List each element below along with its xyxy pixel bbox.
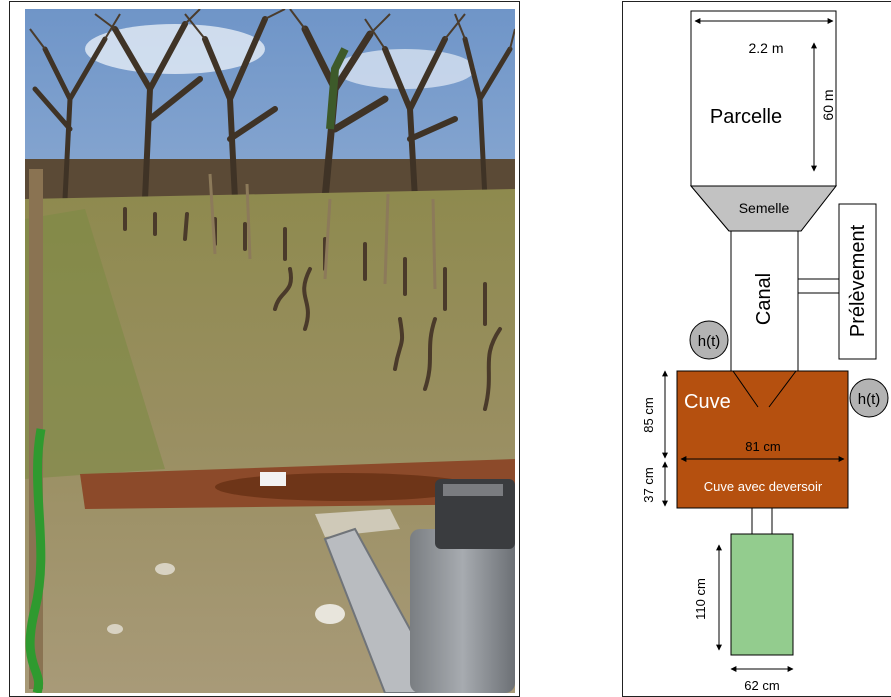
cuve-width-label: 81 cm — [745, 439, 780, 454]
container-width-label: 62 cm — [744, 678, 779, 693]
cuve-label: Cuve — [684, 391, 731, 413]
photo-frame — [9, 1, 520, 697]
water-level-label-cuve: h(t) — [858, 391, 881, 408]
prelevement-label: Prélèvement — [847, 224, 869, 337]
vineyard-photo — [25, 9, 515, 693]
length-dimension-label: 60 m — [820, 89, 836, 120]
canal-label: Canal — [753, 273, 775, 325]
water-level-sensor-cuve — [849, 378, 889, 418]
water-level-sensor-canal — [689, 320, 729, 360]
inflow-line-left — [732, 370, 759, 408]
inflow-line-right — [768, 370, 797, 408]
width-dimension-label: 2.2 m — [748, 40, 783, 56]
parcelle-label: Parcelle — [710, 106, 782, 128]
prelevement-box — [838, 203, 877, 360]
water-level-label-canal: h(t) — [698, 333, 721, 350]
semelle-label: Semelle — [739, 200, 790, 216]
container-height-label: 110 cm — [693, 578, 708, 620]
cuve-box — [676, 370, 849, 509]
sediment-container — [730, 533, 794, 656]
plot-schematic: 2.2 m 60 m Parcelle Semelle Canal Prélèv… — [641, 10, 889, 693]
weir-height-label: 37 cm — [641, 467, 656, 502]
diagram-frame: 2.2 m 60 m Parcelle Semelle Canal Prélèv… — [622, 1, 891, 697]
cuve-height-label: 85 cm — [641, 397, 656, 432]
semelle-shape — [689, 185, 838, 232]
cuve-subtitle: Cuve avec deversoir — [704, 479, 823, 494]
